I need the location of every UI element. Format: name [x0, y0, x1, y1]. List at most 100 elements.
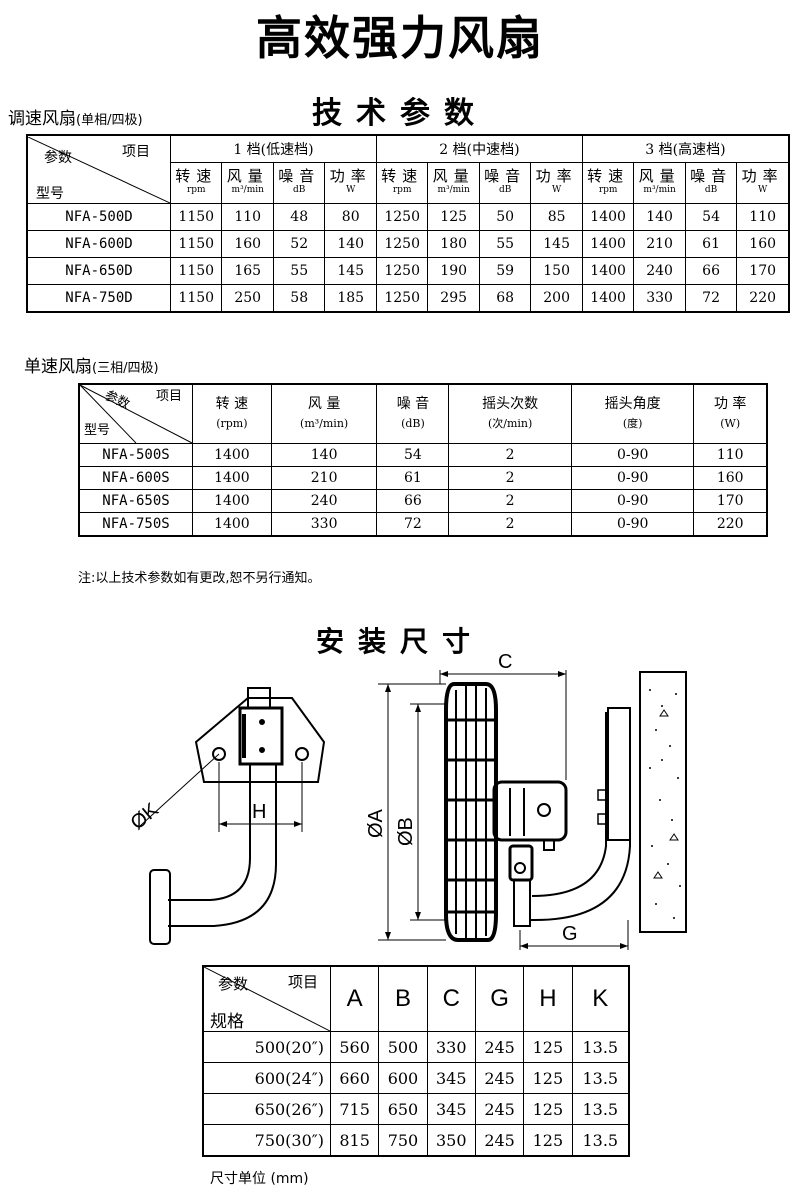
value-cell: 1150	[169, 284, 223, 313]
value-cell: 200	[530, 284, 583, 313]
value-cell: 2	[448, 489, 572, 513]
sub-header-label: 功率	[329, 167, 372, 185]
column-header: H	[523, 965, 573, 1032]
value-cell: 1150	[169, 257, 223, 285]
model-cell: NFA-650D	[26, 257, 171, 285]
value-cell: 185	[324, 284, 377, 313]
value-cell: 345	[426, 1062, 476, 1094]
value-cell: 160	[221, 230, 274, 258]
value-cell: 1400	[192, 443, 272, 467]
column-header-unit: (rpm)	[216, 417, 248, 430]
column-header-unit: (度)	[622, 417, 643, 430]
table1-caption-sub: (单相/四极)	[76, 113, 143, 128]
value-cell: 245	[474, 1031, 525, 1063]
value-cell: 54	[376, 443, 450, 467]
value-cell: 55	[478, 230, 532, 258]
diagonal-lines	[28, 136, 170, 203]
sub-header-label: 噪音	[484, 167, 527, 185]
column-header-label: 噪 音	[396, 396, 430, 412]
value-cell: 295	[427, 284, 480, 313]
value-cell: 240	[633, 257, 686, 285]
fan-guard	[444, 682, 498, 942]
value-cell: 54	[684, 203, 738, 231]
value-cell: 210	[270, 466, 378, 490]
model-cell: NFA-600D	[26, 230, 171, 258]
value-cell: 160	[693, 466, 768, 490]
group-header-1: 1 档(低速档)	[170, 134, 377, 163]
sub-header-label: 风量	[226, 167, 269, 185]
value-cell: 2	[448, 466, 572, 490]
sub-header-label: 转速	[175, 167, 218, 185]
table1-caption-main: 调速风扇	[8, 109, 76, 129]
value-cell: 110	[221, 203, 274, 231]
value-cell: 52	[272, 230, 326, 258]
diagonal-lines	[204, 967, 330, 1031]
value-cell: 0-90	[570, 489, 695, 513]
model-cell: NFA-750S	[78, 512, 193, 537]
value-cell: 0-90	[570, 512, 695, 537]
value-cell: 245	[474, 1093, 525, 1125]
column-header-label: 转 速	[215, 396, 249, 412]
value-cell: 140	[324, 230, 377, 258]
table3-corner-cell: 参数 项目 规格	[202, 965, 331, 1032]
sub-header-label: 转速	[587, 167, 630, 185]
value-cell: 80	[324, 203, 377, 231]
mount-hole-right	[295, 747, 309, 761]
corner-model: 型号	[84, 423, 111, 438]
sub-header-unit: m³/min	[643, 185, 676, 195]
value-cell: 715	[329, 1093, 380, 1125]
value-cell: 48	[272, 203, 326, 231]
value-cell: 0-90	[570, 466, 695, 490]
value-cell: 165	[221, 257, 274, 285]
value-cell: 750	[378, 1124, 428, 1157]
value-cell: 345	[426, 1093, 476, 1125]
value-cell: 58	[272, 284, 326, 313]
value-cell: 180	[427, 230, 480, 258]
column-header-unit: (W)	[720, 417, 741, 430]
value-cell: 160	[736, 230, 790, 258]
sub-header-label: 噪音	[278, 167, 321, 185]
corner-item: 项目	[156, 389, 183, 404]
value-cell: 125	[523, 1093, 573, 1125]
page-title: 高效强力风扇	[256, 11, 544, 65]
value-cell: 1400	[192, 489, 272, 513]
column-header-unit: (次/min)	[487, 417, 533, 430]
value-cell: 66	[376, 489, 450, 513]
table1-caption: 调速风扇(单相/四极)	[8, 104, 143, 129]
value-cell: 140	[270, 443, 378, 467]
value-cell: 140	[633, 203, 686, 231]
column-header: 噪 音(dB)	[376, 383, 450, 444]
install-heading: 安装尺寸	[315, 625, 484, 658]
table2-caption-main: 单速风扇	[24, 357, 92, 377]
value-cell: 330	[633, 284, 686, 313]
corner-param: 参数	[44, 149, 72, 166]
sub-header-label: 风量	[432, 167, 475, 185]
value-cell: 13.5	[571, 1093, 630, 1125]
value-cell: 1400	[581, 230, 635, 258]
corner-item: 项目	[122, 143, 150, 160]
value-cell: 125	[523, 1062, 573, 1094]
wall-arm	[529, 712, 631, 922]
value-cell: 125	[427, 203, 480, 231]
value-cell: 240	[270, 489, 378, 513]
label-c: C	[498, 651, 512, 673]
value-cell: 1150	[169, 230, 223, 258]
sub-header-unit: W	[758, 185, 768, 195]
value-cell: 13.5	[571, 1031, 630, 1063]
column-header: G	[474, 965, 525, 1032]
value-cell: 170	[693, 489, 768, 513]
model-cell: 500(20″)	[202, 1031, 331, 1063]
